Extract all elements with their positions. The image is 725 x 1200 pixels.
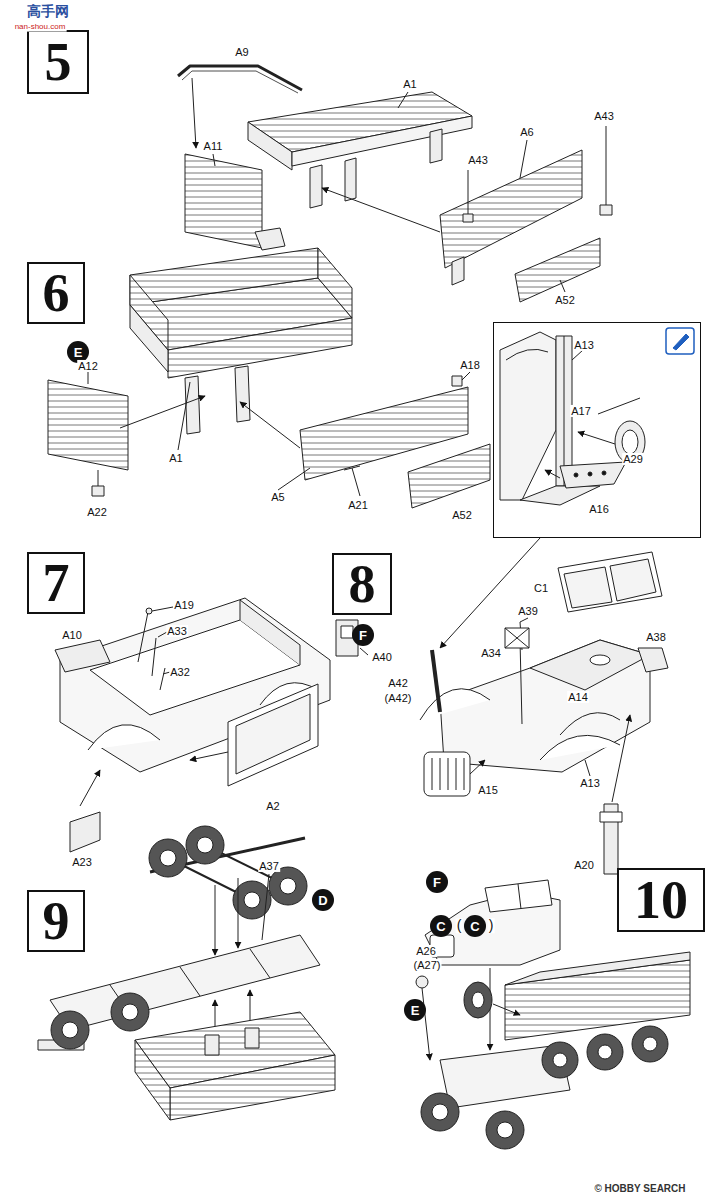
watermark: nan-shou.com [14,23,67,32]
watermark: 高手网 [26,4,70,19]
part-label: A43 [593,110,615,122]
step-number-box: 6 [27,262,85,324]
part-label: A39 [517,605,539,617]
part-label: A37 [258,860,280,872]
part-label: A12 [77,360,99,372]
step-number: 9 [43,894,70,948]
part-label: A26 [415,945,437,957]
part-number: A13 [573,339,595,351]
step-number-box: 7 [27,552,85,614]
subassembly-letter: D [318,894,327,907]
part-label: A10 [61,629,83,641]
part-label: A13 [579,777,601,789]
step-number: 8 [349,557,376,611]
watermark: © HOBBY SEARCH [593,1183,686,1194]
part-label: A1 [402,78,417,90]
part-label: A22 [86,506,108,518]
part-label: A6 [519,126,534,138]
part-label: A42 [387,677,409,689]
part-label: A9 [234,46,249,58]
part-label: A38 [645,631,667,643]
part-number: A29 [622,453,644,465]
part-label: (A42) [384,692,413,704]
part-label: A52 [451,509,473,521]
part-label: A40 [371,651,393,663]
part-label: A1 [168,452,183,464]
step-number: 10 [634,873,688,927]
subassembly-circle: E [404,999,426,1021]
part-label: (A27) [413,959,442,971]
subassembly-letter: F [433,876,441,889]
part-label: A18 [459,359,481,371]
part-label: A15 [477,784,499,796]
part-label: A14 [567,691,589,703]
part-label: C1 [533,582,549,594]
part-label: A5 [270,491,285,503]
part-label: A19 [173,599,195,611]
subassembly-circle: D [312,889,334,911]
subassembly-letter: E [74,346,83,359]
subassembly-letter: C [436,920,445,933]
part-label: A34 [480,647,502,659]
part-label: A11 [203,140,224,152]
subassembly-letter: E [411,1004,420,1017]
part-label: ( [456,918,463,933]
part-label: A43 [467,154,489,166]
part-label: A52 [554,294,576,306]
step-number-box: 9 [27,890,85,952]
step-number-box: 5 [27,30,89,94]
part-label: ) [488,918,495,933]
part-label: A2 [265,800,280,812]
subassembly-circle: C [430,915,452,937]
detail-inset-box: A13A17A29A16 [493,322,701,538]
part-label: A32 [169,666,191,678]
subassembly-letter: C [470,920,479,933]
subassembly-circle: C [464,915,486,937]
part-number: A16 [588,503,610,515]
subassembly-letter: F [359,629,367,642]
part-label: A33 [166,625,188,637]
part-label: A23 [71,856,93,868]
subassembly-circle: F [426,871,448,893]
subassembly-circle: F [352,624,374,646]
part-label: A21 [347,499,369,511]
part-label: A20 [573,859,595,871]
part-number: A17 [570,405,592,417]
step-number: 6 [43,266,70,320]
step-number: 5 [45,35,72,89]
step-number: 7 [43,556,70,610]
step-number-box: 8 [332,553,392,615]
step-number-box: 10 [617,868,705,932]
